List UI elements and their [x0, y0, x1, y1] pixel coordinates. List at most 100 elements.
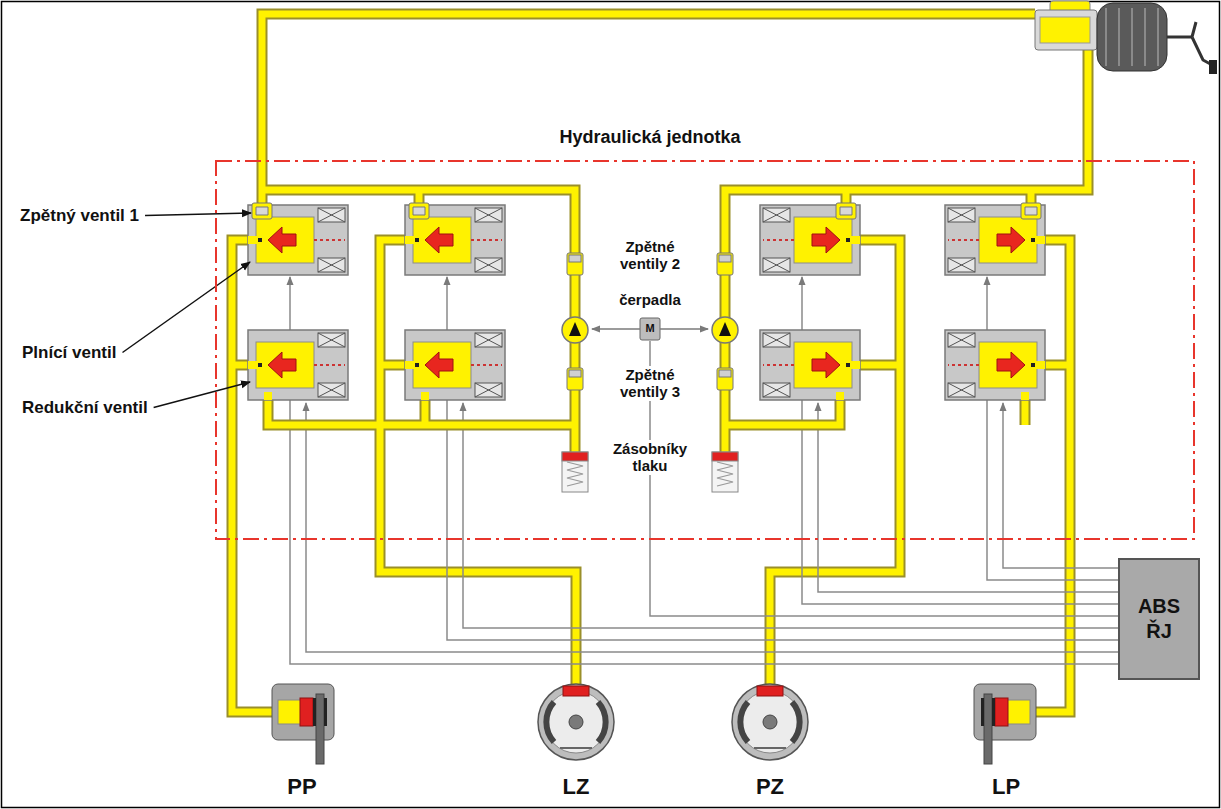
flow-arrow: [997, 352, 1025, 378]
pressure-accumulator: [712, 452, 738, 492]
coil-cross: [763, 383, 790, 397]
leader-line: [145, 213, 251, 216]
brake-pad: [324, 698, 327, 726]
push-rod: [1167, 36, 1192, 39]
valve-seat: [1031, 238, 1035, 242]
valve-seat: [846, 238, 850, 242]
booster-rib: [1131, 8, 1133, 66]
pipe-outline: [1050, 540, 1070, 712]
pipe: [1050, 540, 1070, 712]
coil-winding: [318, 383, 345, 397]
booster-rib: [1105, 8, 1107, 66]
control-wire: [290, 540, 1118, 664]
flow-arrow: [425, 352, 453, 378]
pipe-outline: [1020, 400, 1031, 425]
pipe-outline: [725, 400, 840, 425]
wheel-label: LP: [962, 774, 1050, 800]
brake-pipes: [232, 14, 1088, 540]
valve-port: [248, 236, 258, 244]
coil-cross: [318, 208, 345, 222]
wheel-cylinder: [757, 686, 783, 696]
wheel-cylinder: [563, 686, 589, 696]
pump-symbol: [719, 322, 731, 336]
brake-shoe: [598, 702, 606, 742]
pipe-outline: [232, 540, 258, 712]
callout-label: Redukční ventil: [22, 398, 148, 418]
valve-seat: [1031, 363, 1035, 367]
pipe-outline: [268, 400, 575, 425]
valve-port: [850, 361, 860, 369]
brake-drawing: [258, 672, 346, 764]
valve-port: [1035, 361, 1045, 369]
hydraulic-parts: [248, 1, 1217, 492]
pump-motor: [640, 318, 660, 340]
armature: [471, 364, 502, 366]
return-port: [264, 392, 272, 400]
coil-winding: [948, 208, 975, 222]
pipe: [268, 400, 575, 425]
pipe: [860, 362, 900, 369]
motor-shaft: [592, 328, 640, 330]
drum-inner: [739, 691, 801, 753]
pipe: [232, 240, 248, 540]
wheel-brake: PP: [258, 672, 346, 802]
brake-shoe: [546, 702, 554, 742]
brake-drawing: [530, 672, 622, 764]
part-label: čerpadla: [616, 291, 684, 308]
part-label: Zpětné ventily 2: [617, 238, 684, 273]
pump: [712, 317, 738, 343]
valve-chamber: [256, 217, 314, 263]
coil-cross: [318, 258, 345, 272]
check-valve-ball: [719, 255, 731, 262]
caliper-body: [272, 684, 334, 740]
return-port: [421, 392, 429, 400]
brake-drum: [538, 684, 614, 760]
check-valve-ball: [1025, 207, 1037, 215]
brake-pedal: [1192, 22, 1214, 66]
control-wire: [987, 540, 1118, 580]
armature: [763, 364, 794, 366]
check-valve-ball: [719, 370, 731, 377]
wheel-brake: PZ: [724, 672, 816, 802]
brake-drawing: [962, 672, 1050, 764]
valve-seat: [415, 363, 419, 367]
valve-port: [248, 361, 258, 369]
leader-line: [154, 382, 250, 408]
motor-label: M: [640, 322, 660, 335]
coil-winding: [318, 258, 345, 272]
pump: [562, 317, 588, 343]
callout-label: Plnící ventil: [22, 343, 116, 363]
valve-port: [405, 236, 415, 244]
armature: [948, 239, 979, 241]
coil-cross: [763, 208, 790, 222]
pipe: [860, 240, 900, 540]
control-wire: [801, 277, 803, 540]
booster-rib: [1118, 8, 1120, 66]
return-spring: [754, 747, 786, 749]
pedal-pad: [1209, 60, 1217, 74]
control-wire: [446, 277, 448, 540]
outlet-valve: [405, 330, 505, 400]
coil-cross: [948, 383, 975, 397]
hydraulic-unit: Hydraulická jednotka: [215, 122, 1195, 540]
drum-brake: [732, 672, 808, 760]
valve-housing: [248, 330, 348, 400]
brake-disc: [984, 694, 992, 764]
motor-shaft: [660, 328, 708, 330]
part-label: Zásobníky tlaku: [610, 440, 691, 475]
booster-rib: [1157, 8, 1159, 66]
caliper-piston: [300, 698, 313, 726]
brake-shoe: [792, 702, 800, 742]
pipe-outline: [725, 48, 1088, 452]
accumulator-spring: [567, 462, 583, 486]
pump-check-valve: [717, 368, 733, 390]
coil-winding: [318, 333, 345, 347]
coil-cross: [475, 333, 502, 347]
pressure-accumulator: [562, 452, 588, 492]
flow-arrow: [997, 227, 1025, 253]
coil-winding: [475, 258, 502, 272]
pipe-outline: [860, 360, 900, 371]
inlet-valve: [760, 203, 860, 275]
